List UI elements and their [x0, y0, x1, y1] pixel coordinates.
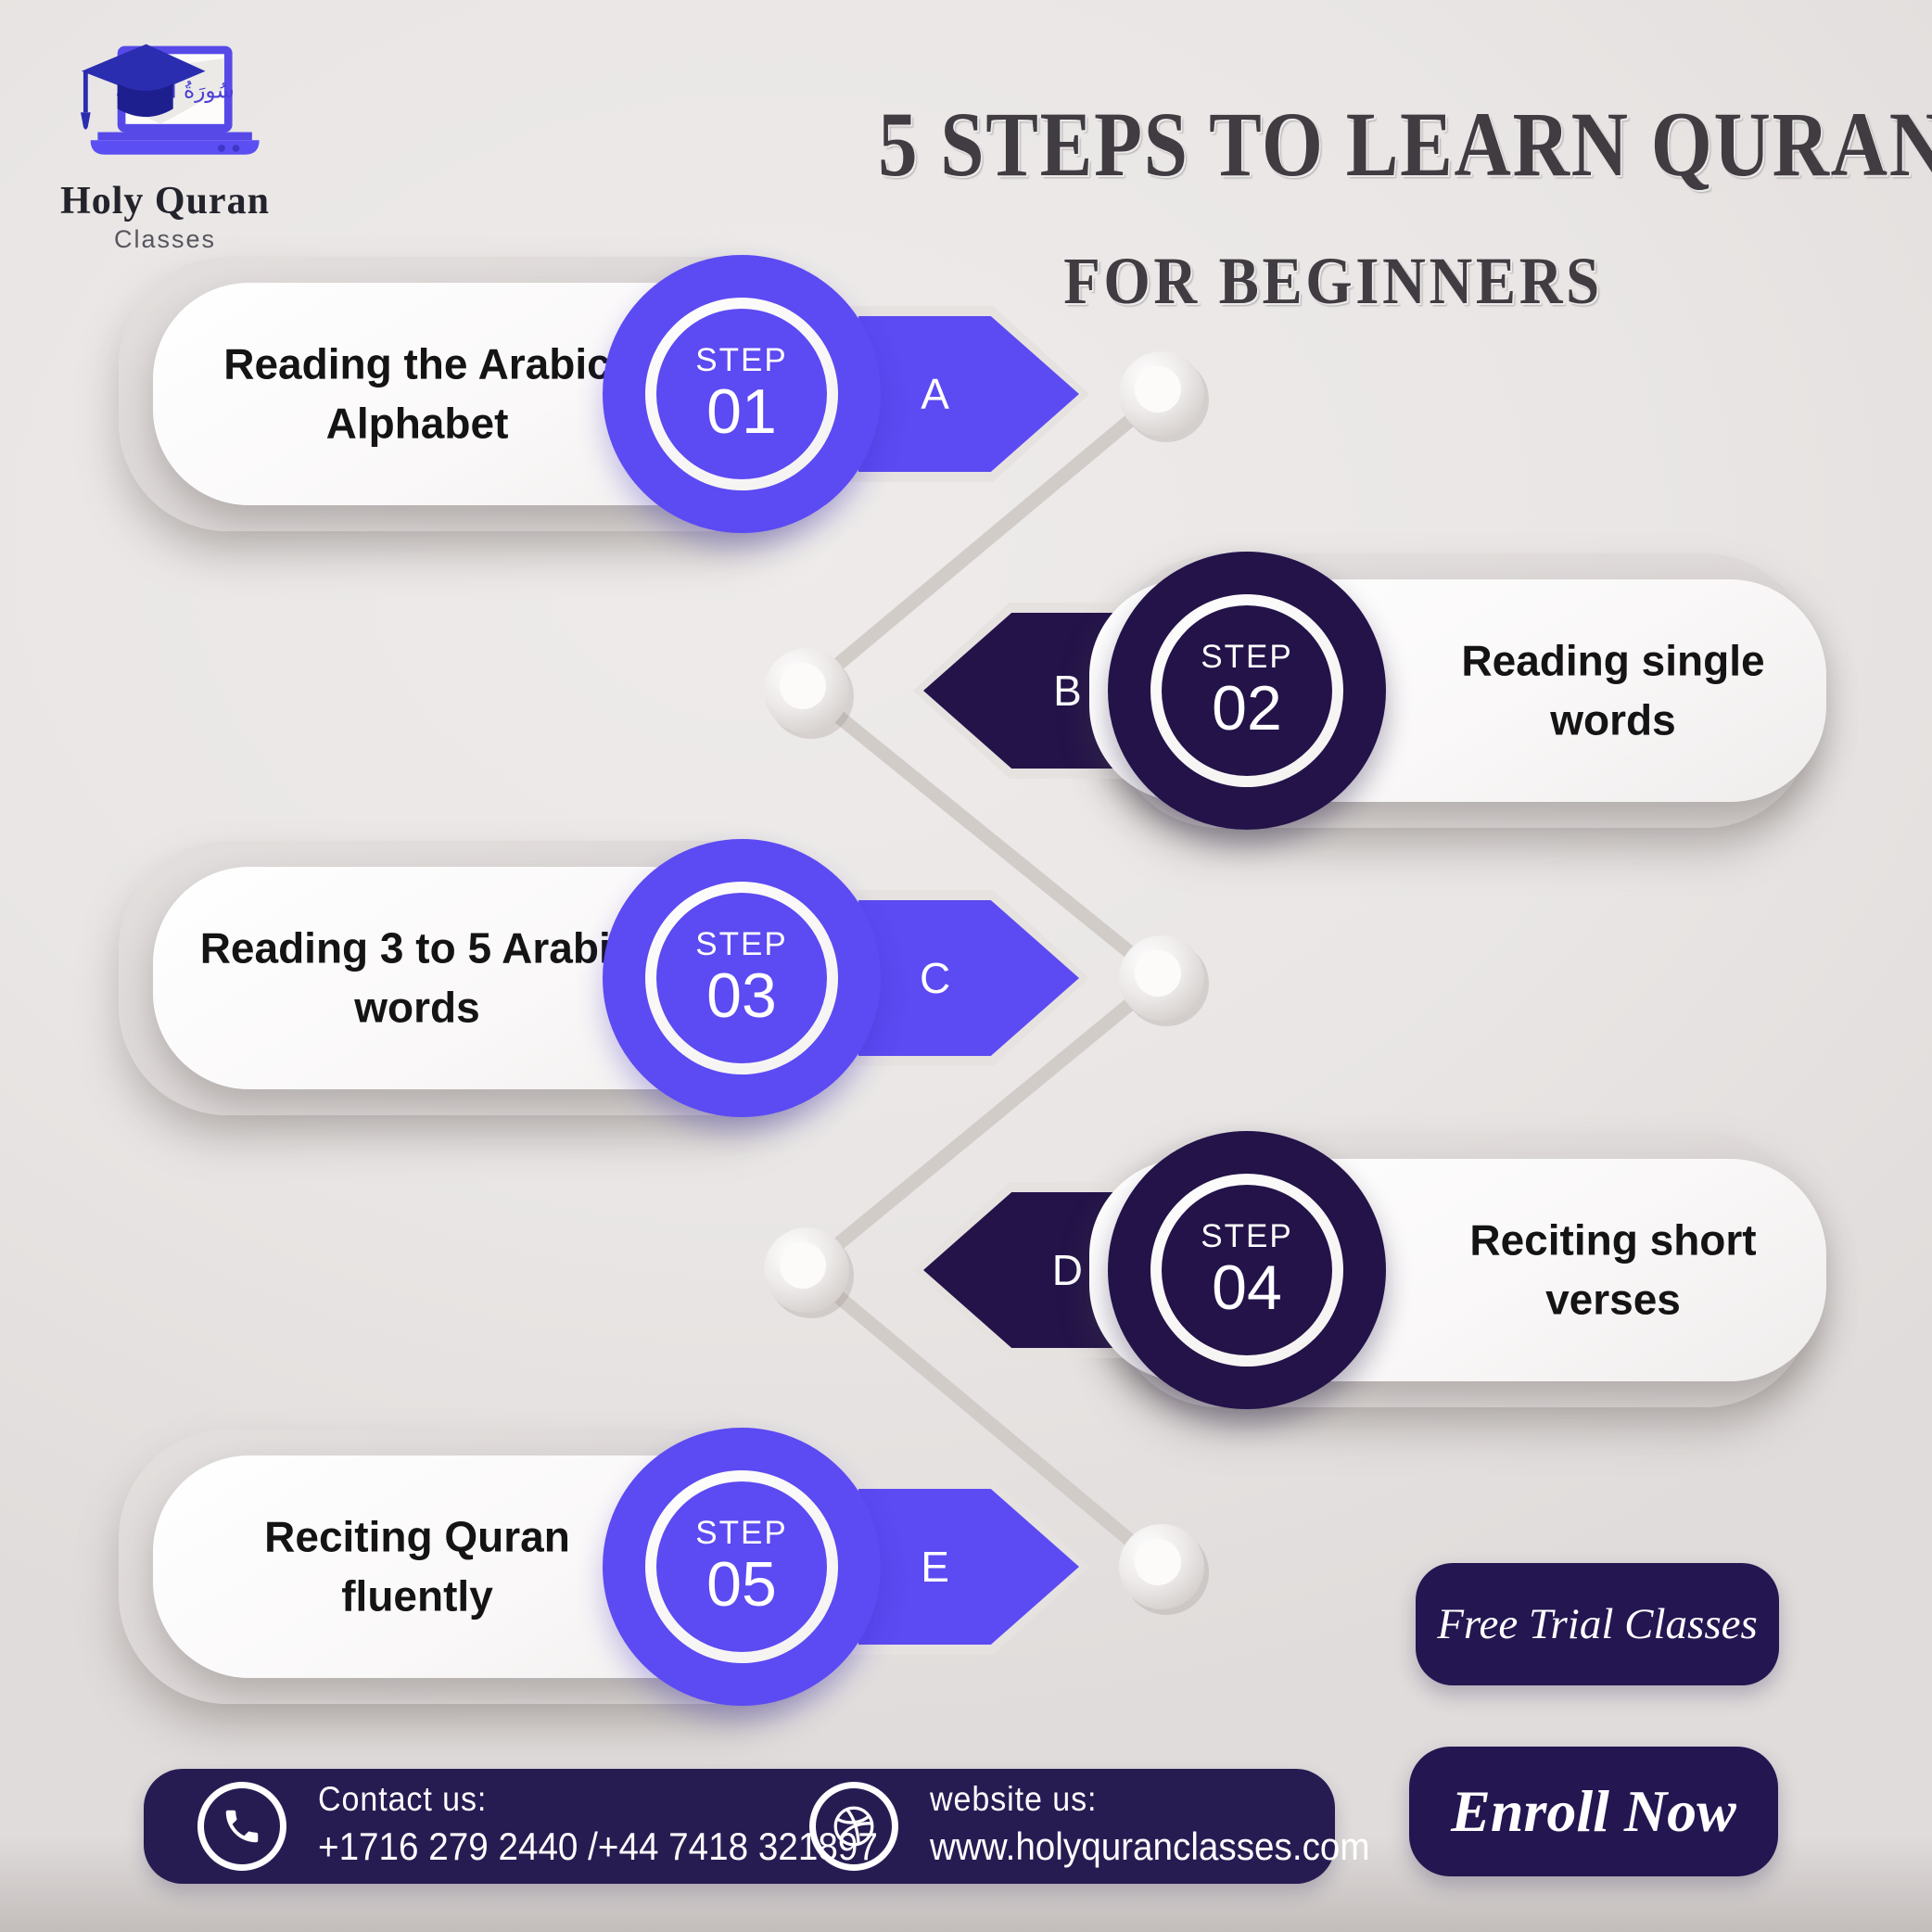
- step-5-badge: STEP 05: [656, 1481, 827, 1652]
- step-1-label: STEP: [695, 342, 788, 379]
- step-5-number: 05: [706, 1549, 777, 1621]
- step-row-4: D Reciting short verses STEP 04: [0, 1075, 1932, 1465]
- step-3-number: 03: [706, 960, 777, 1032]
- brand-subtitle: Classes: [113, 225, 217, 253]
- website-label: website us:: [930, 1780, 1098, 1818]
- step-3-label: STEP: [695, 926, 788, 963]
- step-3-text: Reading 3 to 5 Arabic words: [199, 923, 635, 1032]
- laptop-graduation-icon: سُورَةُ الفَاتِحَة: [81, 44, 260, 155]
- step-2-text: Reading single words: [1461, 636, 1765, 744]
- step-3-letter: C: [919, 954, 951, 1002]
- step-4-letter: D: [1051, 1246, 1084, 1294]
- contact-numbers[interactable]: +1716 279 2440 /+44 7418 321897: [318, 1824, 878, 1868]
- free-trial-button[interactable]: Free Trial Classes: [1416, 1563, 1779, 1685]
- website-url[interactable]: www.holyquranclasses.com: [930, 1824, 1370, 1868]
- step-1-number: 01: [706, 376, 777, 448]
- contact-info: Contact us: +1716 279 2440 /+44 7418 321…: [318, 1780, 878, 1869]
- step-3-badge: STEP 03: [656, 893, 827, 1063]
- page-title: 5 STEPS TO LEARN QURAN: [878, 93, 1932, 196]
- step-5-letter: E: [921, 1543, 949, 1591]
- website-info: website us: www.holyquranclasses.com: [930, 1780, 1370, 1869]
- step-1-text: Reading the Arabic Alphabet: [223, 339, 611, 448]
- page-subtitle: FOR BEGINNERS: [1063, 244, 1603, 318]
- step-4-badge: STEP 04: [1162, 1185, 1332, 1355]
- step-1-badge: STEP 01: [656, 309, 827, 479]
- step-row-5: E Reciting Quran fluently STEP 05: [0, 1372, 1932, 1761]
- step-row-1: A Reading the Arabic Alphabet STEP 01: [0, 199, 1932, 589]
- brand-logo: سُورَةُ الفَاتِحَة Holy Quran Classes: [35, 35, 295, 254]
- step-4-number: 04: [1212, 1252, 1282, 1324]
- step-2-badge: STEP 02: [1162, 605, 1332, 776]
- step-5-text: Reciting Quran fluently: [264, 1512, 570, 1621]
- step-row-2: B Reading single words STEP 02: [0, 496, 1932, 885]
- website-icon: [809, 1782, 898, 1871]
- step-3-arrow: C: [848, 890, 1089, 1066]
- enroll-now-button[interactable]: Enroll Now: [1409, 1747, 1778, 1876]
- contact-label: Contact us:: [318, 1780, 488, 1818]
- step-1-letter: A: [921, 370, 949, 418]
- connector-node: [764, 351, 1209, 1615]
- step-2-label: STEP: [1201, 639, 1293, 676]
- contact-bar: Contact us: +1716 279 2440 /+44 7418 321…: [144, 1769, 1370, 1884]
- step-4-text: Reciting short verses: [1469, 1215, 1757, 1324]
- step-2-number: 02: [1212, 673, 1282, 744]
- step-1-arrow: A: [848, 306, 1089, 482]
- brand-name: Holy Quran: [60, 180, 270, 222]
- step-5-arrow: E: [848, 1479, 1089, 1655]
- step-2-letter: B: [1053, 667, 1082, 715]
- phone-icon: [197, 1782, 286, 1871]
- step-4-label: STEP: [1201, 1218, 1293, 1255]
- step-row-3: C Reading 3 to 5 Arabic words STEP 03: [0, 783, 1932, 1173]
- step-5-label: STEP: [695, 1515, 788, 1552]
